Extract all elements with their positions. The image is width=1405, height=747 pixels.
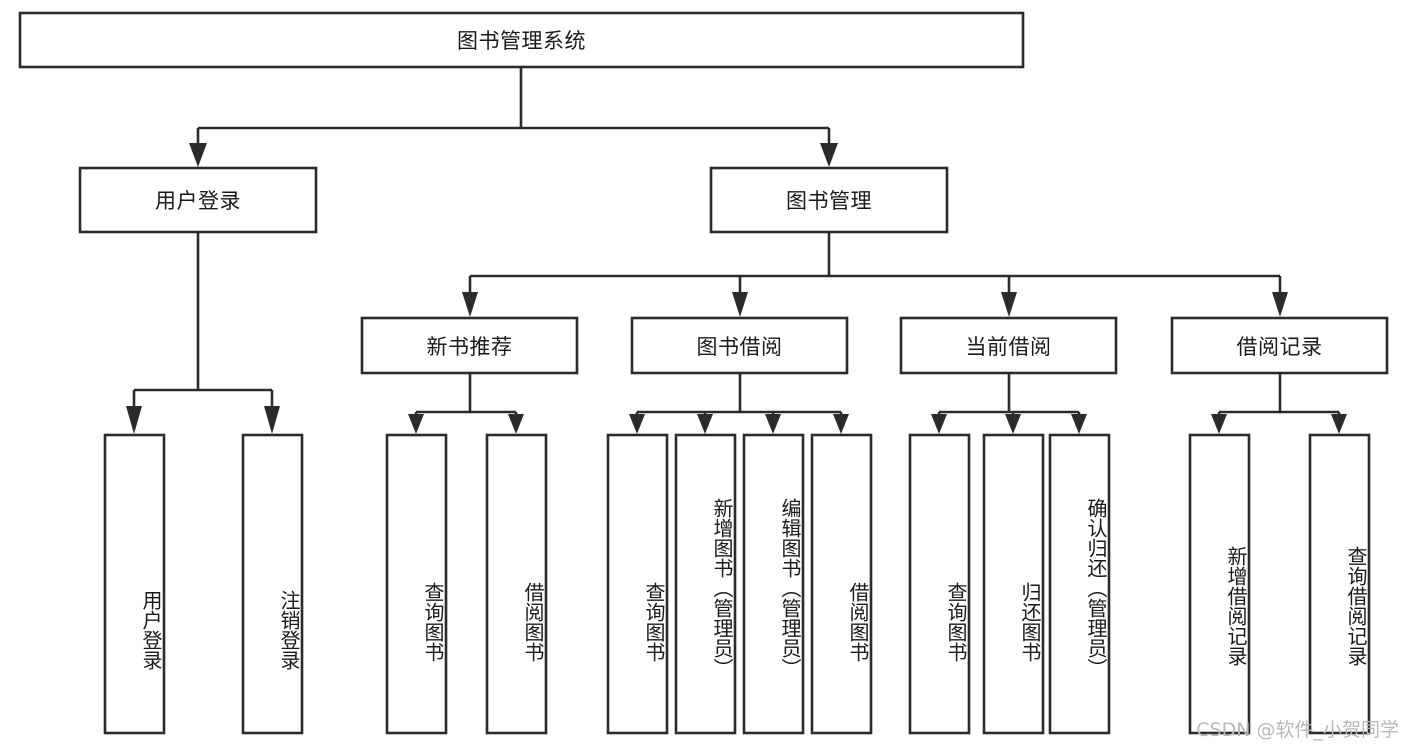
arrowhead-leaf-query-record	[1331, 414, 1347, 434]
arrowhead-leaf-borrow-book-1	[508, 414, 524, 434]
node-new-book-recommend-box[interactable]	[360, 316, 579, 375]
arrowhead-leaf-return-book	[1005, 414, 1021, 434]
arrowhead-leaf-query-book-2	[629, 414, 645, 434]
arrowhead-leaf-add-book	[697, 414, 713, 434]
arrowhead-leaf-user-logout	[264, 406, 280, 434]
leaf-query-book-2-box[interactable]	[606, 433, 669, 735]
leaf-query-book-1-box[interactable]	[385, 433, 448, 735]
arrowhead-leaf-edit-book	[765, 414, 781, 434]
arrowhead-book-borrow	[732, 292, 748, 317]
arrowhead-leaf-user-login	[126, 406, 142, 434]
arrowhead-leaf-query-book-1	[408, 414, 424, 434]
leaf-add-record-box[interactable]	[1188, 433, 1251, 735]
node-user-login-box[interactable]	[78, 166, 318, 234]
arrowhead-leaf-add-record	[1211, 414, 1227, 434]
arrowhead-user-login	[189, 143, 207, 167]
node-root-box[interactable]	[18, 11, 1025, 69]
arrowhead-new-book-recommend	[462, 292, 478, 317]
arrowhead-leaf-confirm-return	[1071, 414, 1087, 434]
node-borrow-record-box[interactable]	[1170, 316, 1389, 375]
arrowhead-leaf-borrow-book-2	[833, 414, 849, 434]
node-current-borrow-box[interactable]	[899, 316, 1118, 375]
arrowhead-current-borrow	[1001, 292, 1017, 317]
leaf-query-book-3-box[interactable]	[908, 433, 971, 735]
leaf-user-logout-box[interactable]	[241, 433, 304, 735]
arrowhead-leaf-query-book-3	[931, 414, 947, 434]
node-book-manage-box[interactable]	[709, 166, 949, 234]
arrowhead-borrow-record	[1272, 292, 1288, 317]
leaf-return-book-box[interactable]	[982, 433, 1045, 735]
leaf-add-book-box[interactable]	[674, 433, 737, 735]
leaf-user-login-box[interactable]	[103, 433, 166, 735]
leaf-confirm-return-box[interactable]	[1048, 433, 1111, 735]
leaf-edit-book-box[interactable]	[742, 433, 805, 735]
node-book-borrow-box[interactable]	[630, 316, 849, 375]
leaf-query-record-box[interactable]	[1308, 433, 1371, 735]
arrowhead-book-manage	[820, 143, 838, 167]
leaf-borrow-book-1-box[interactable]	[485, 433, 548, 735]
leaf-borrow-book-2-box[interactable]	[810, 433, 873, 735]
